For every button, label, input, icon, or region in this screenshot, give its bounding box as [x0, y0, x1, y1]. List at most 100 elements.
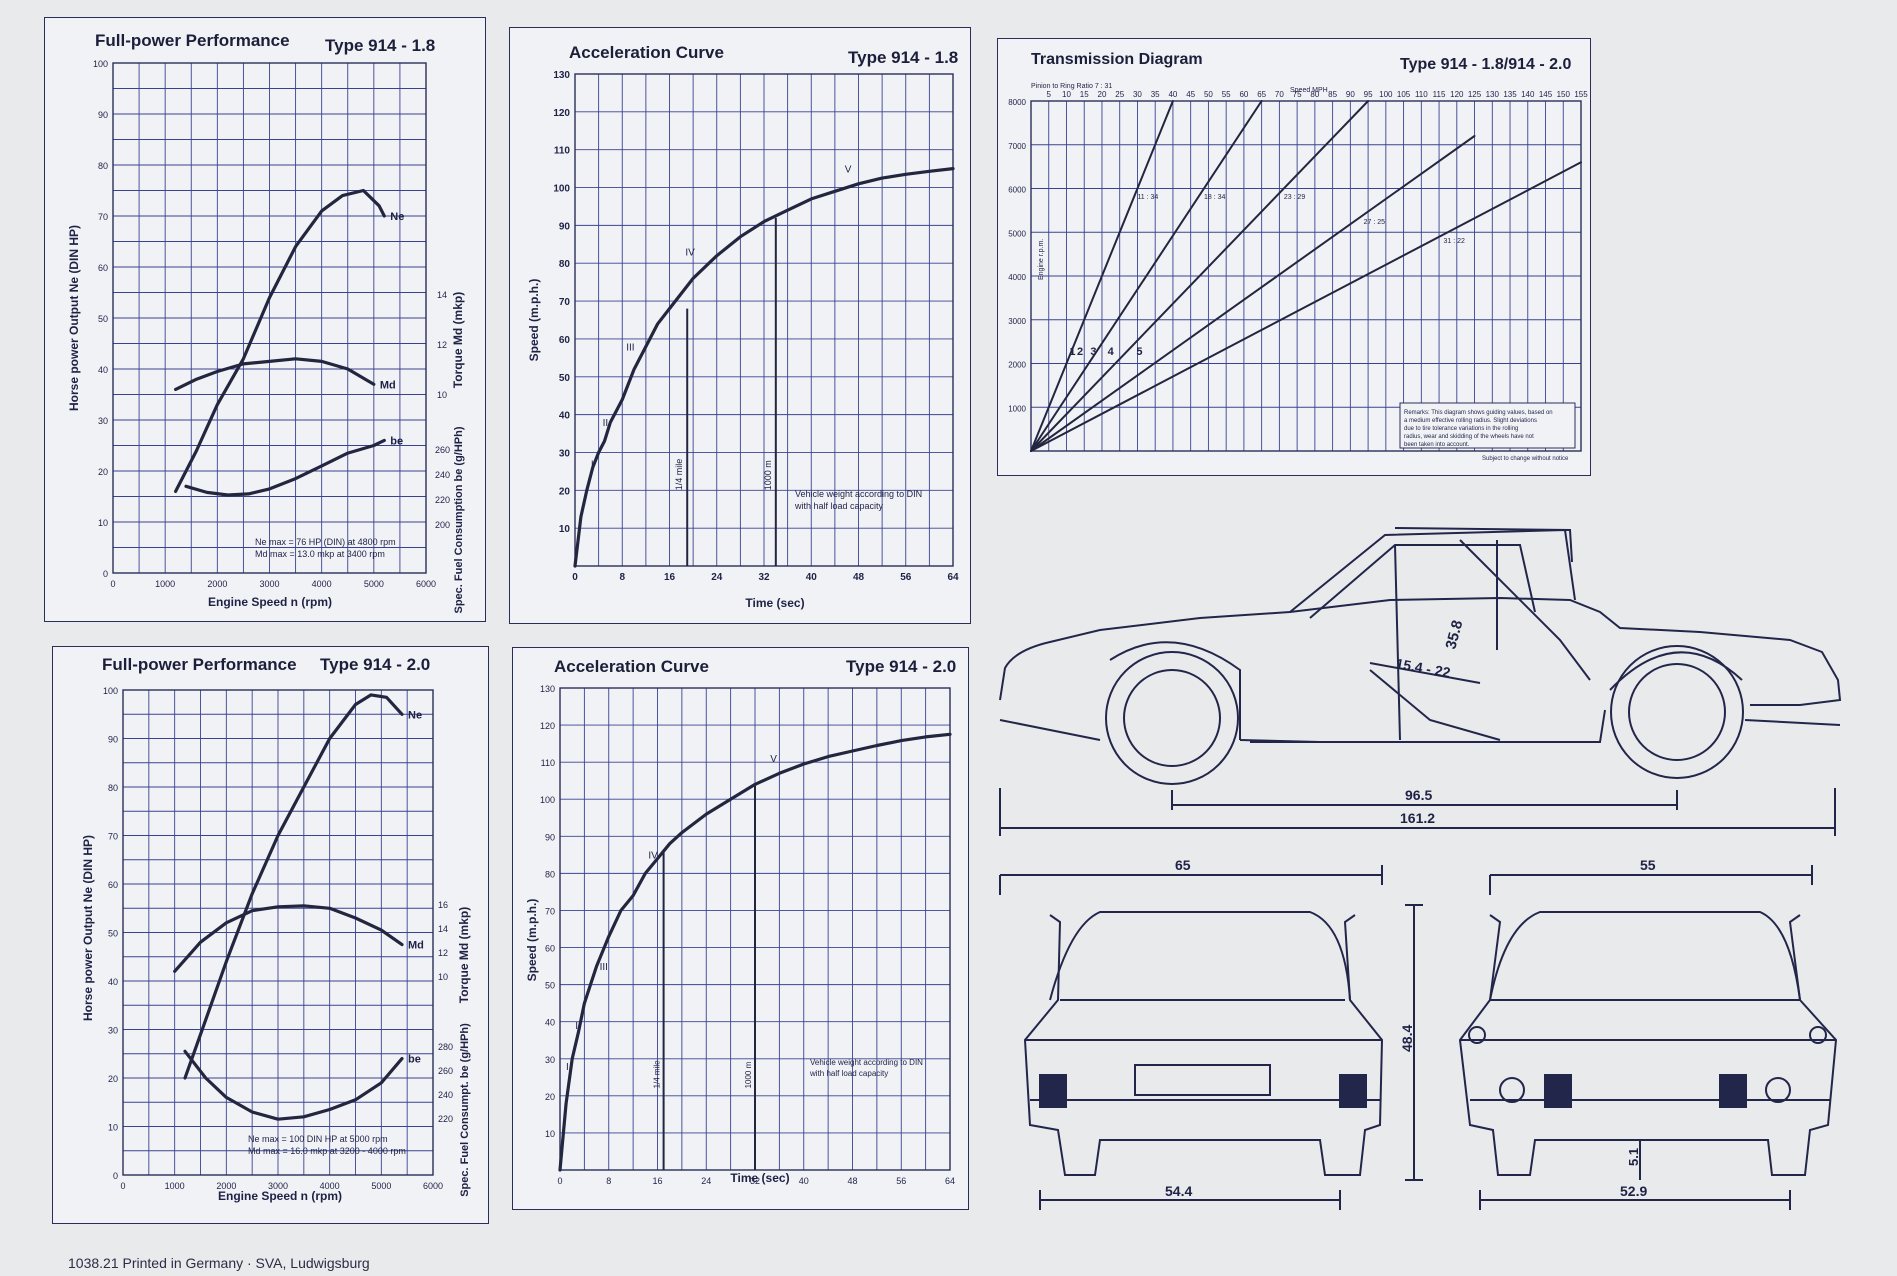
chart-note: Md max = 13.0 mkp at 3400 rpm	[255, 549, 385, 559]
x-tick-label: 48	[853, 572, 865, 583]
gear-label: III	[626, 342, 634, 353]
torque-tick-label: 14	[438, 924, 448, 934]
x-axis-label: Time (sec)	[745, 596, 804, 610]
y-tick-label: 10	[108, 1123, 118, 1133]
x-tick-label: 140	[1521, 90, 1535, 99]
fuel-tick-label: 240	[438, 1090, 453, 1100]
x-tick-label: 55	[1222, 90, 1231, 99]
y-tick-label: 6000	[1008, 186, 1026, 195]
x-tick-label: 56	[900, 572, 912, 583]
y-tick-label: 60	[108, 880, 118, 890]
marker-label: 1000 m	[763, 460, 773, 490]
x-tick-label: 56	[896, 1176, 906, 1186]
x-tick-label: 2000	[216, 1181, 236, 1191]
gear-label: 2	[1077, 346, 1083, 358]
remark-text: Remarks: This diagram shows guiding valu…	[1404, 410, 1553, 448]
x-tick-label: 70	[1275, 90, 1284, 99]
x-tick-label: 48	[847, 1176, 857, 1186]
gear-label: III	[600, 962, 608, 973]
x-tick-label: 4000	[312, 579, 332, 589]
y-axis-label: Horse power Output Ne (DIN HP)	[81, 835, 95, 1021]
accel18-subtitle: Type 914 - 1.8	[848, 48, 959, 67]
y-tick-label: 10	[545, 1129, 555, 1139]
y-tick-label: 80	[545, 869, 555, 879]
series-line	[1030, 100, 1370, 452]
x-axis-label: Speed MPH	[1290, 87, 1328, 94]
y-tick-label: 40	[98, 365, 108, 375]
series-line	[173, 904, 404, 973]
y-tick-label: 130	[553, 70, 570, 81]
y-tick-label: 20	[108, 1074, 118, 1084]
perf18-title: Full-power Performance	[95, 31, 290, 50]
y-tick-label: 80	[108, 783, 118, 793]
x-tick-label: 1000	[155, 579, 175, 589]
dim-length: 161.2	[1400, 810, 1435, 826]
x-tick-label: 5000	[364, 579, 384, 589]
y-tick-label: 50	[98, 314, 108, 324]
remark-box	[1399, 402, 1576, 449]
trans-title: Transmission Diagram	[1031, 51, 1203, 68]
ratio-label: 27 : 25	[1364, 219, 1386, 226]
fuel-tick-label: 260	[438, 1066, 453, 1076]
x-tick-label: 16	[652, 1176, 662, 1186]
series-line	[184, 438, 386, 497]
y-tick-label: 3000	[1008, 317, 1026, 326]
x-tick-label: 64	[945, 1176, 955, 1186]
gear-label: I	[591, 460, 594, 471]
x-tick-label: 8	[606, 1176, 611, 1186]
x-tick-label: 6000	[416, 579, 436, 589]
y-tick-label: 60	[545, 944, 555, 954]
fuel-axis-label: Spec. Fuel Consumpt. be (g/HPh)	[459, 1023, 471, 1197]
torque-tick-label: 12	[438, 948, 448, 958]
y-tick-label: 90	[545, 832, 555, 842]
x-tick-label: 125	[1468, 90, 1482, 99]
x-tick-label: 135	[1503, 90, 1517, 99]
x-axis-label: Engine Speed n (rpm)	[208, 595, 332, 609]
y-tick-label: 40	[108, 977, 118, 987]
y-tick-label: 30	[108, 1026, 118, 1036]
x-tick-label: 0	[572, 572, 578, 583]
y-axis-label: Engine r.p.m.	[1038, 239, 1045, 280]
plot-frame	[574, 73, 954, 567]
y-tick-label: 20	[545, 1092, 555, 1102]
series-label: Ne	[408, 709, 422, 721]
ratio-label: 31 : 22	[1444, 238, 1466, 245]
y-tick-label: 80	[98, 161, 108, 171]
x-tick-label: 3000	[259, 579, 279, 589]
y-tick-label: 20	[98, 467, 108, 477]
y-axis-label: Speed (m.p.h.)	[527, 279, 541, 362]
x-tick-label: 1000	[165, 1181, 185, 1191]
dim-width-rear: 55	[1640, 857, 1656, 873]
accel18-title: Acceleration Curve	[569, 43, 724, 62]
y-tick-label: 30	[559, 448, 571, 459]
car-rear-wheel	[1610, 645, 1744, 779]
x-tick-label: 105	[1397, 90, 1411, 99]
series-line	[558, 732, 952, 1172]
series-line	[174, 357, 376, 391]
series-line	[1030, 161, 1582, 452]
chart-note: with half load capacity	[794, 501, 884, 511]
gear-label: II	[575, 1021, 581, 1032]
x-tick-label: 16	[664, 572, 676, 583]
x-tick-label: 155	[1574, 90, 1588, 99]
gear-label: IV	[685, 248, 695, 259]
torque-axis-label: Torque Md (mkp)	[451, 292, 465, 388]
x-tick-label: 15	[1080, 90, 1089, 99]
y-tick-label: 10	[559, 524, 571, 535]
y-tick-label: 7000	[1008, 142, 1026, 151]
y-tick-label: 50	[108, 929, 118, 939]
fuel-tick-label: 240	[435, 470, 450, 480]
series-line	[1030, 100, 1263, 452]
x-tick-label: 24	[701, 1176, 711, 1186]
y-tick-label: 130	[540, 684, 555, 694]
series-line	[573, 167, 955, 568]
perf18-subtitle: Type 914 - 1.8	[325, 36, 436, 55]
marker-label: 1000 m	[744, 1061, 753, 1088]
gear-label: 1	[1069, 346, 1075, 358]
x-tick-label: 64	[947, 572, 959, 583]
torque-axis-label: Torque Md (mkp)	[457, 907, 471, 1003]
